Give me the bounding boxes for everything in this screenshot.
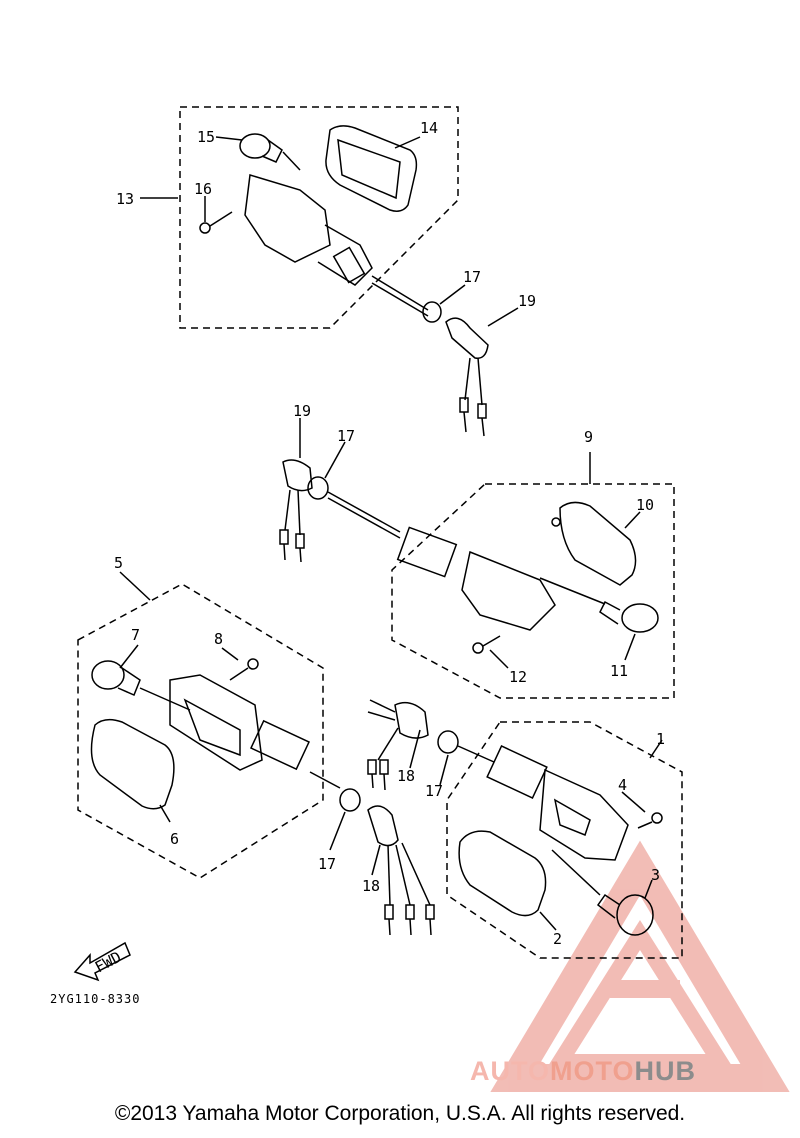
label-18b: 18 bbox=[362, 877, 380, 895]
watermark-text: AUTOMOTOHUB bbox=[470, 1056, 697, 1086]
assembly-5 bbox=[77, 571, 435, 936]
fwd-arrow-icon bbox=[73, 941, 131, 982]
label-9: 9 bbox=[584, 428, 593, 446]
boot-19b bbox=[279, 459, 313, 563]
label-17b: 17 bbox=[337, 427, 355, 445]
label-16: 16 bbox=[194, 180, 212, 198]
bulb-15 bbox=[239, 133, 301, 171]
callout-labels: 1 2 3 4 5 6 7 8 9 10 11 12 13 14 15 16 1… bbox=[114, 119, 665, 948]
label-2: 2 bbox=[553, 930, 562, 948]
label-11: 11 bbox=[610, 662, 628, 680]
label-12: 12 bbox=[509, 668, 527, 686]
grommet-17c bbox=[339, 788, 361, 812]
screw-16 bbox=[199, 211, 233, 234]
label-6: 6 bbox=[170, 830, 179, 848]
label-4: 4 bbox=[618, 776, 627, 794]
housing-5 bbox=[169, 674, 341, 789]
label-17c: 17 bbox=[425, 782, 443, 800]
assembly-9 bbox=[279, 418, 675, 699]
bulb-3 bbox=[551, 849, 654, 936]
label-17d: 17 bbox=[318, 855, 336, 873]
boot-19 bbox=[445, 317, 489, 437]
housing-1 bbox=[486, 745, 629, 861]
label-8: 8 bbox=[214, 630, 223, 648]
grommet-17b bbox=[307, 476, 329, 500]
grommet-17d bbox=[437, 730, 459, 754]
screw-8 bbox=[229, 658, 259, 681]
label-10: 10 bbox=[636, 496, 654, 514]
copyright-notice: ©2013 Yamaha Motor Corporation, U.S.A. A… bbox=[114, 1102, 686, 1125]
watermark-logo-icon bbox=[490, 840, 790, 1092]
label-18a: 18 bbox=[397, 767, 415, 785]
assembly-1 bbox=[367, 699, 683, 959]
diagram-code: 2YG110-8330 bbox=[50, 992, 140, 1006]
bulb-7 bbox=[91, 660, 191, 711]
screw-4 bbox=[637, 812, 663, 829]
label-15: 15 bbox=[197, 128, 215, 146]
boot-18b bbox=[367, 699, 429, 791]
assembly-13 bbox=[140, 106, 519, 437]
bulb-11 bbox=[599, 600, 659, 633]
label-19b: 19 bbox=[293, 402, 311, 420]
screw-12 bbox=[472, 635, 501, 654]
lens-14 bbox=[325, 125, 418, 212]
label-14: 14 bbox=[420, 119, 438, 137]
housing-13 bbox=[244, 174, 429, 317]
label-19a: 19 bbox=[518, 292, 536, 310]
housing-9 bbox=[396, 526, 556, 631]
lens-2 bbox=[458, 830, 547, 917]
label-5: 5 bbox=[114, 554, 123, 572]
boot-18 bbox=[367, 805, 435, 936]
label-13: 13 bbox=[116, 190, 134, 208]
label-1: 1 bbox=[656, 730, 665, 748]
grommet-17 bbox=[422, 301, 442, 323]
label-17a: 17 bbox=[463, 268, 481, 286]
lens-6 bbox=[90, 718, 175, 810]
label-3: 3 bbox=[651, 866, 660, 884]
label-7: 7 bbox=[131, 626, 140, 644]
lens-10 bbox=[551, 501, 637, 586]
